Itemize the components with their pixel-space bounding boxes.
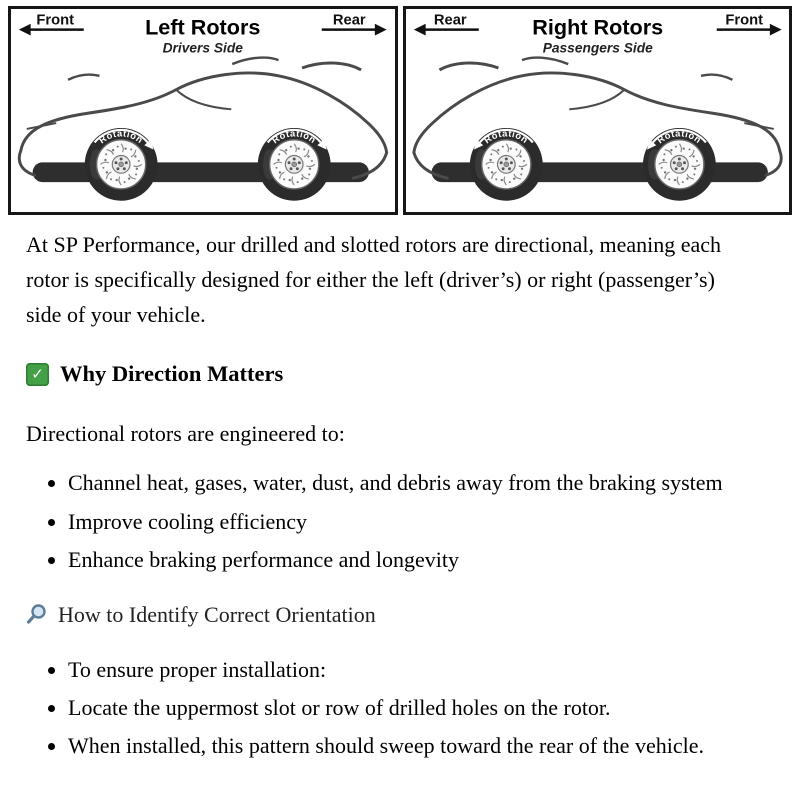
intro-paragraph: At SP Performance, our drilled and slott…: [26, 231, 722, 327]
why-direction-heading-text: Why Direction Matters: [60, 361, 284, 387]
benefit-item: Channel heat, gases, water, dust, and de…: [68, 465, 770, 500]
orientation-item: To ensure proper installation:: [68, 652, 770, 687]
panel-title: Right Rotors: [532, 15, 663, 40]
front-arrow-icon: [18, 23, 84, 36]
panel-label-left: Rear: [433, 13, 466, 29]
orientation-item: When installed, this pattern should swee…: [68, 728, 770, 763]
panel-subtitle: Passengers Side: [542, 40, 652, 55]
benefit-item: Improve cooling efficiency: [68, 504, 770, 539]
panel-label-left: Front: [36, 13, 74, 29]
left-panel-illustration: Front Rear Left Rotors Drivers Side Rota…: [17, 13, 389, 203]
orientation-list: To ensure proper installation: Locate th…: [26, 652, 770, 764]
rotor-direction-diagram: Front Rear Left Rotors Drivers Side Rota…: [8, 6, 792, 215]
panel-label-right: Front: [725, 13, 763, 29]
panel-subtitle: Drivers Side: [163, 40, 244, 55]
orientation-heading-text: How to Identify Correct Orientation: [58, 601, 376, 627]
why-direction-heading: ✓ Why Direction Matters: [26, 356, 770, 392]
right-rotors-panel: Rear Front Right Rotors Passengers Side …: [402, 6, 792, 215]
benefit-list: Channel heat, gases, water, dust, and de…: [26, 465, 770, 577]
article-body: At SP Performance, our drilled and slott…: [0, 227, 800, 764]
panel-title: Left Rotors: [145, 15, 260, 40]
orientation-heading: How to Identify Correct Orientation: [26, 597, 770, 632]
orientation-item: Locate the uppermost slot or row of dril…: [68, 690, 770, 725]
car-illustration: [17, 56, 389, 203]
rear-arrow-icon: [413, 23, 479, 36]
front-arrow-icon: [716, 23, 782, 36]
magnifier-icon: [26, 603, 48, 625]
checkmark-icon: ✓: [26, 362, 49, 386]
panel-label-right: Rear: [333, 13, 366, 29]
right-panel-illustration: Rear Front Right Rotors Passengers Side …: [411, 13, 783, 203]
car-illustration: [411, 56, 783, 203]
left-rotors-panel: Front Rear Left Rotors Drivers Side Rota…: [8, 6, 398, 215]
engineered-lead: Directional rotors are engineered to:: [26, 421, 345, 447]
benefit-item: Enhance braking performance and longevit…: [68, 542, 770, 577]
rear-arrow-icon: [321, 23, 387, 36]
